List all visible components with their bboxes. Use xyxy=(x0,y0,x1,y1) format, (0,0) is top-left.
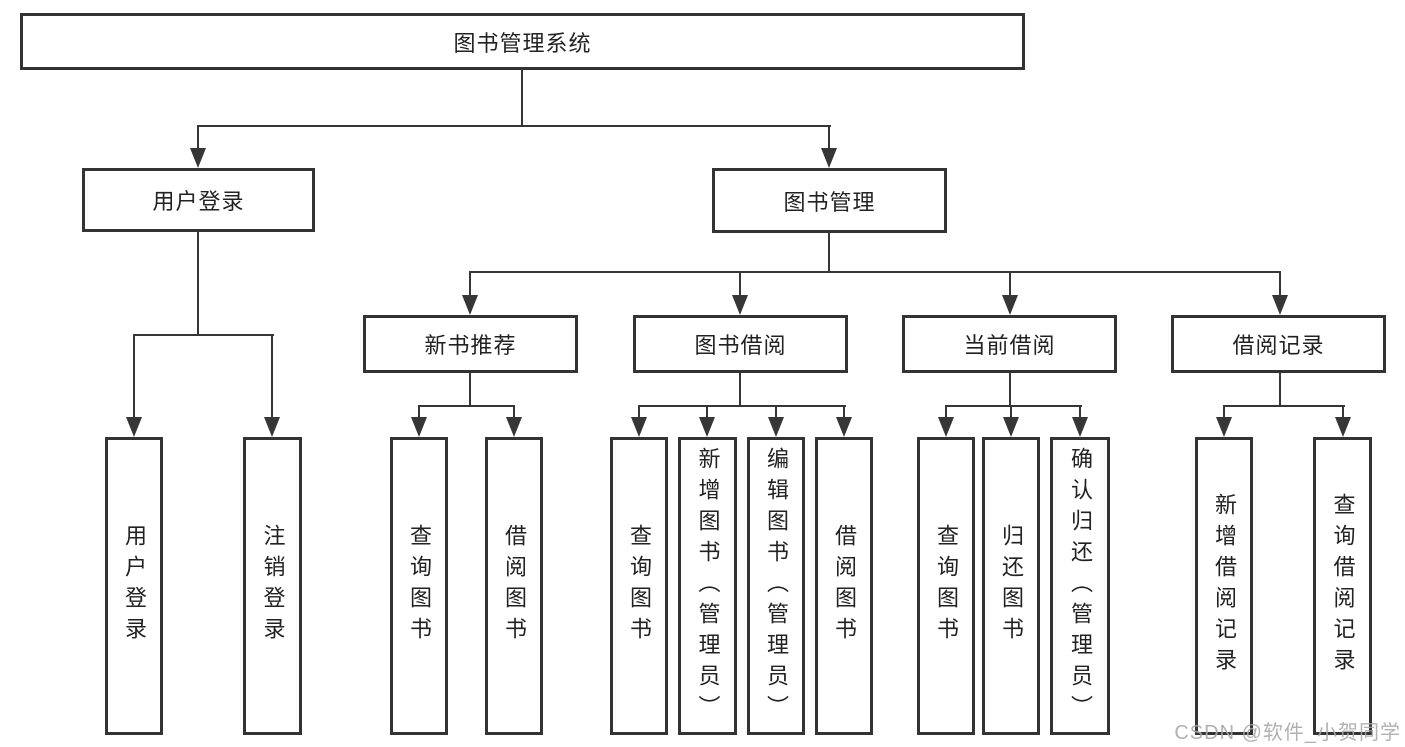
connector-line xyxy=(1079,405,1081,418)
connector-line xyxy=(739,271,741,296)
connector-line xyxy=(197,125,831,127)
node-label: 新增借阅记录 xyxy=(1212,493,1237,679)
connector-line xyxy=(945,405,947,418)
connector-line xyxy=(418,405,515,407)
leaf-query-books-recommend: 查询图书 xyxy=(390,437,448,735)
connector-line xyxy=(1009,373,1011,407)
node-book-borrow: 图书借阅 xyxy=(633,315,848,373)
connector-line xyxy=(1010,405,1012,418)
leaf-return-books: 归还图书 xyxy=(982,437,1040,735)
node-label: 查询借阅记录 xyxy=(1330,493,1356,679)
arrowhead-down xyxy=(1072,417,1088,437)
arrowhead-down xyxy=(411,417,427,437)
connector-line xyxy=(1223,405,1225,418)
leaf-user-login: 用户登录 xyxy=(105,437,163,735)
connector-line xyxy=(197,232,199,336)
connector-line xyxy=(706,405,708,418)
node-current-borrow: 当前借阅 xyxy=(902,315,1117,373)
leaf-add-borrow-record: 新增借阅记录 xyxy=(1195,437,1253,735)
node-label: 查询图书 xyxy=(934,524,959,648)
arrowhead-down xyxy=(768,417,784,437)
node-book-management: 图书管理 xyxy=(712,168,947,233)
leaf-query-books-borrow: 查询图书 xyxy=(610,437,668,735)
connector-line xyxy=(775,405,777,418)
arrowhead-down xyxy=(1003,417,1019,437)
connector-line xyxy=(638,405,846,407)
connector-line xyxy=(418,405,420,418)
arrowhead-down xyxy=(126,417,142,437)
leaf-borrow-books-recommend: 借阅图书 xyxy=(485,437,543,735)
node-label: 确认归还（管理员） xyxy=(1068,446,1093,726)
node-label: 图书管理系统 xyxy=(453,30,592,56)
arrowhead-down xyxy=(264,417,280,437)
connector-line xyxy=(828,125,830,149)
connector-line xyxy=(513,405,515,418)
arrowhead-down xyxy=(821,148,837,168)
connector-line xyxy=(469,271,1281,273)
arrowhead-down xyxy=(836,417,852,437)
node-label: 图书管理 xyxy=(783,189,876,215)
node-label: 用户登录 xyxy=(122,524,147,648)
node-label: 查询图书 xyxy=(407,524,432,648)
node-borrow-records: 借阅记录 xyxy=(1171,315,1386,373)
arrowhead-down xyxy=(1002,295,1018,315)
arrowhead-down xyxy=(1216,417,1232,437)
arrowhead-down xyxy=(732,295,748,315)
connector-line xyxy=(1009,271,1011,296)
connector-line xyxy=(638,405,640,418)
node-label: 借阅图书 xyxy=(502,524,527,648)
leaf-borrow-books: 借阅图书 xyxy=(815,437,873,735)
connector-line xyxy=(739,373,741,407)
connector-line xyxy=(945,405,1082,407)
connector-line xyxy=(1342,405,1344,418)
node-label: 图书借阅 xyxy=(694,333,787,358)
leaf-query-books-current: 查询图书 xyxy=(917,437,975,735)
node-label: 借阅记录 xyxy=(1232,333,1325,358)
node-label: 新书推荐 xyxy=(424,333,517,358)
connector-line xyxy=(1279,373,1281,407)
leaf-query-borrow-record: 查询借阅记录 xyxy=(1313,437,1372,735)
arrowhead-down xyxy=(1272,295,1288,315)
connector-line xyxy=(828,233,830,273)
arrowhead-down xyxy=(1335,417,1351,437)
node-label: 新增图书（管理员） xyxy=(695,446,721,726)
node-label: 借阅图书 xyxy=(832,524,857,648)
connector-line xyxy=(521,69,523,126)
arrowhead-down xyxy=(190,148,206,168)
connector-line xyxy=(1223,405,1345,407)
arrowhead-down xyxy=(506,417,522,437)
connector-line xyxy=(843,405,845,418)
node-label: 归还图书 xyxy=(999,524,1024,648)
node-label: 注销登录 xyxy=(260,524,286,648)
leaf-logout: 注销登录 xyxy=(243,437,302,735)
node-new-book-recommend: 新书推荐 xyxy=(363,315,578,373)
connector-line xyxy=(133,334,135,418)
connector-line xyxy=(197,125,199,149)
csdn-watermark: CSDN @软件_小贺同学 xyxy=(1174,722,1401,744)
node-user-login: 用户登录 xyxy=(82,168,315,232)
arrowhead-down xyxy=(938,417,954,437)
connector-line xyxy=(469,271,471,296)
node-root-system: 图书管理系统 xyxy=(20,13,1025,70)
connector-line xyxy=(469,373,471,407)
node-label: 编辑图书（管理员） xyxy=(764,446,789,726)
node-label: 当前借阅 xyxy=(963,333,1056,358)
arrowhead-down xyxy=(699,417,715,437)
leaf-confirm-return-admin: 确认归还（管理员） xyxy=(1050,437,1110,735)
leaf-add-books-admin: 新增图书（管理员） xyxy=(678,437,737,735)
arrowhead-down xyxy=(631,417,647,437)
node-label: 用户登录 xyxy=(152,189,245,214)
connector-line xyxy=(271,334,273,418)
leaf-edit-books-admin: 编辑图书（管理员） xyxy=(747,437,805,735)
connector-line xyxy=(133,334,274,336)
node-label: 查询图书 xyxy=(627,524,652,648)
arrowhead-down xyxy=(462,295,478,315)
connector-line xyxy=(1279,271,1281,296)
